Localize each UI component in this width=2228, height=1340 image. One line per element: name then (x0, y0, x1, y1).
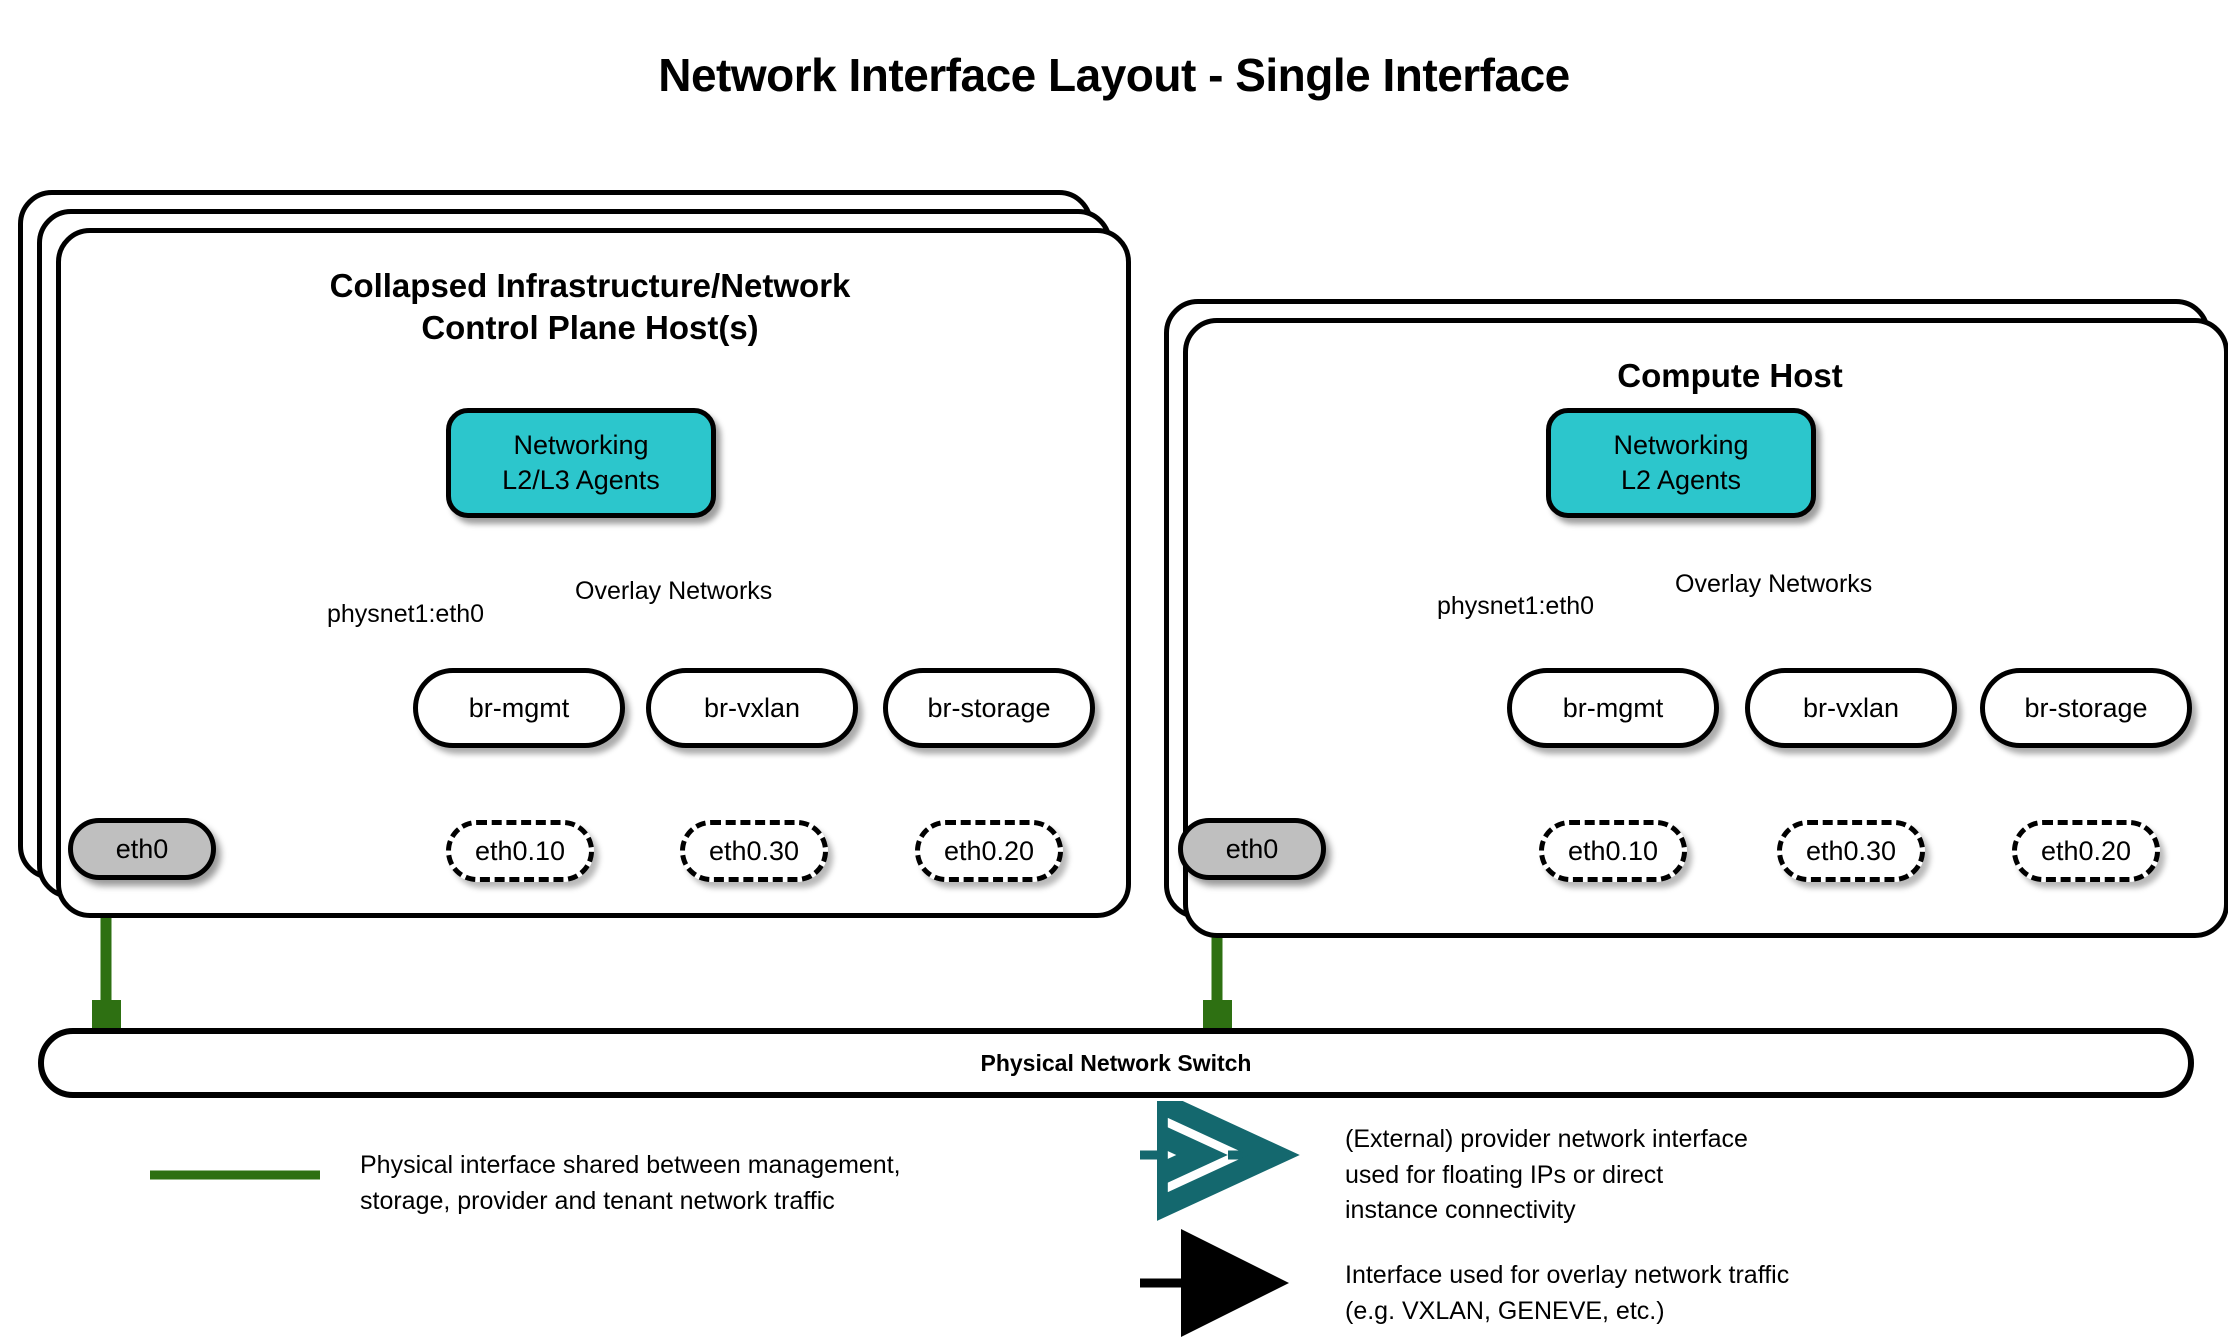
overlay-edge-label-control-plane: Overlay Networks (575, 577, 773, 605)
bridge-node-br-vxlan-compute[interactable]: br-vxlan (1745, 668, 1957, 748)
bridge-node-br-mgmt-control-plane[interactable]: br-mgmt (413, 668, 625, 748)
physical-network-switch[interactable]: Physical Network Switch (38, 1028, 2194, 1098)
vlan-node-eth0-20-control-plane[interactable]: eth0.20 (915, 820, 1063, 882)
vlan-node-eth0-10-compute[interactable]: eth0.10 (1539, 820, 1687, 882)
overlay-edge-label-compute: Overlay Networks (1675, 570, 1873, 598)
vlan-node-eth0-30-compute[interactable]: eth0.30 (1777, 820, 1925, 882)
bridge-node-br-mgmt-compute[interactable]: br-mgmt (1507, 668, 1719, 748)
agent-node-compute[interactable]: Networking L2 Agents (1546, 408, 1816, 518)
page-title: Network Interface Layout - Single Interf… (658, 49, 1570, 101)
legend-text-provider: (External) provider network interface us… (1345, 1125, 1748, 1224)
provider-edge-label-compute: physnet1:eth0 (1437, 592, 1595, 620)
provider-edge-label-control-plane: physnet1:eth0 (327, 600, 485, 628)
vlan-node-eth0-30-control-plane[interactable]: eth0.30 (680, 820, 828, 882)
host-title-compute: Compute Host (1617, 357, 1843, 394)
nic-node-eth0-control-plane[interactable]: eth0 (68, 818, 216, 880)
agent-node-control-plane[interactable]: Networking L2/L3 Agents (446, 408, 716, 518)
host-title-control-plane: Collapsed Infrastructure/Network Control… (329, 267, 851, 347)
bridge-node-br-vxlan-control-plane[interactable]: br-vxlan (646, 668, 858, 748)
legend-text-overlay: Interface used for overlay network traff… (1345, 1261, 1790, 1325)
nic-node-eth0-compute[interactable]: eth0 (1178, 818, 1326, 880)
vlan-node-eth0-20-compute[interactable]: eth0.20 (2012, 820, 2160, 882)
bridge-node-br-storage-control-plane[interactable]: br-storage (883, 668, 1095, 748)
bridge-node-br-storage-compute[interactable]: br-storage (1980, 668, 2192, 748)
vlan-node-eth0-10-control-plane[interactable]: eth0.10 (446, 820, 594, 882)
legend-text-physical: Physical interface shared between manage… (360, 1151, 901, 1215)
